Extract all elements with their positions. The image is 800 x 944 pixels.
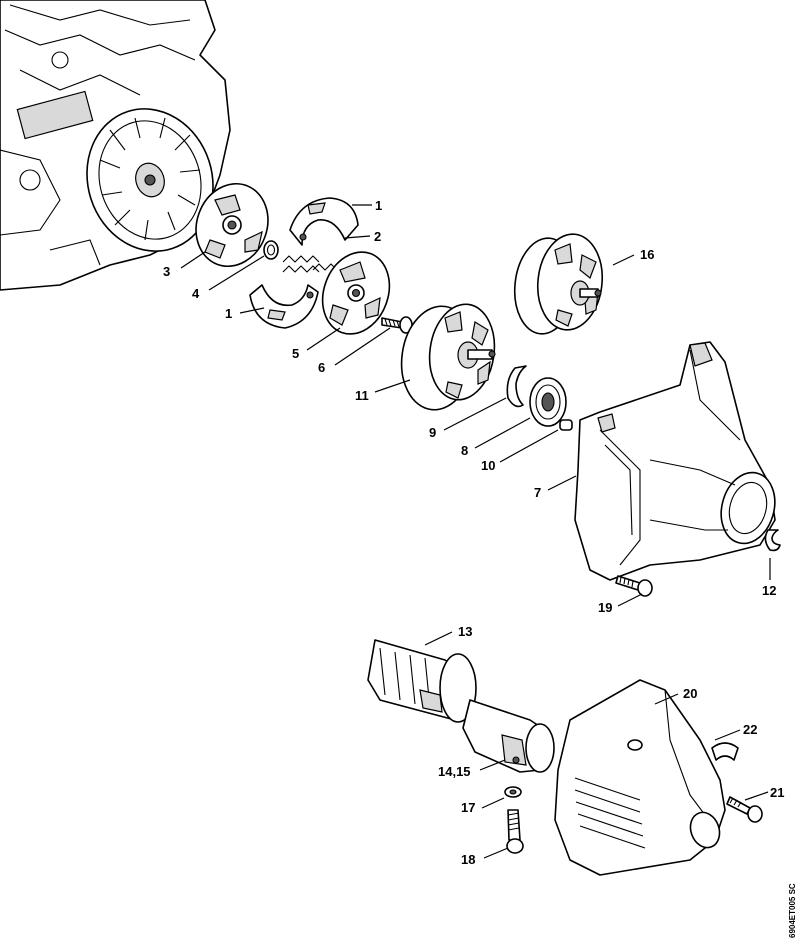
clutch-plate: [321, 251, 391, 335]
callout-16: 16: [640, 247, 654, 262]
clamp-screw: [506, 809, 524, 854]
clutch-springs: [282, 255, 338, 273]
clutch-carrier-plate: [195, 182, 269, 268]
clutch-drum-alt: [513, 233, 604, 335]
callout-11: 11: [355, 388, 369, 403]
callout-21: 21: [770, 785, 784, 800]
callout-numbers: 1 2 3 4 1 5 6 11 16 9 8 10 7 12 19 13 20…: [163, 198, 784, 867]
callout-19: 19: [598, 600, 612, 615]
clutch-drum: [400, 303, 496, 411]
washer: [263, 240, 279, 260]
clutch-cover: [554, 679, 726, 876]
callout-5: 5: [292, 346, 299, 361]
ball-bearing: [529, 377, 567, 427]
cover-screw: [726, 796, 763, 823]
clamp: [462, 699, 555, 773]
clutch-shoe-upper: [289, 197, 359, 246]
clutch-shoe-lower: [249, 284, 319, 329]
clamp-washer: [504, 786, 522, 798]
callout-3: 3: [163, 264, 170, 279]
callout-4: 4: [192, 286, 200, 301]
callout-20: 20: [683, 686, 697, 701]
callout-1-lower: 1: [225, 306, 232, 321]
circlip: [506, 365, 527, 408]
callout-1-upper: 1: [375, 198, 382, 213]
callout-6: 6: [318, 360, 325, 375]
callout-22: 22: [743, 722, 757, 737]
clutch-housing: [574, 341, 776, 581]
callout-2: 2: [374, 229, 381, 244]
cover-clip: [711, 742, 739, 761]
callout-17: 17: [461, 800, 475, 815]
callout-14-15: 14,15: [438, 764, 471, 779]
flywheel: [86, 108, 214, 252]
housing-screw: [615, 575, 653, 597]
callout-12: 12: [762, 583, 776, 598]
callout-13: 13: [458, 624, 472, 639]
sleeve: [559, 419, 573, 431]
callout-10: 10: [481, 458, 495, 473]
callout-7: 7: [534, 485, 541, 500]
leader-lines: [180, 204, 771, 859]
drawing-code: 6904ET005 SC: [788, 883, 797, 938]
clamp-sleeve: [367, 639, 477, 723]
callout-18: 18: [461, 852, 475, 867]
housing-circlip: [764, 529, 781, 552]
callout-9: 9: [429, 425, 436, 440]
callout-8: 8: [461, 443, 468, 458]
